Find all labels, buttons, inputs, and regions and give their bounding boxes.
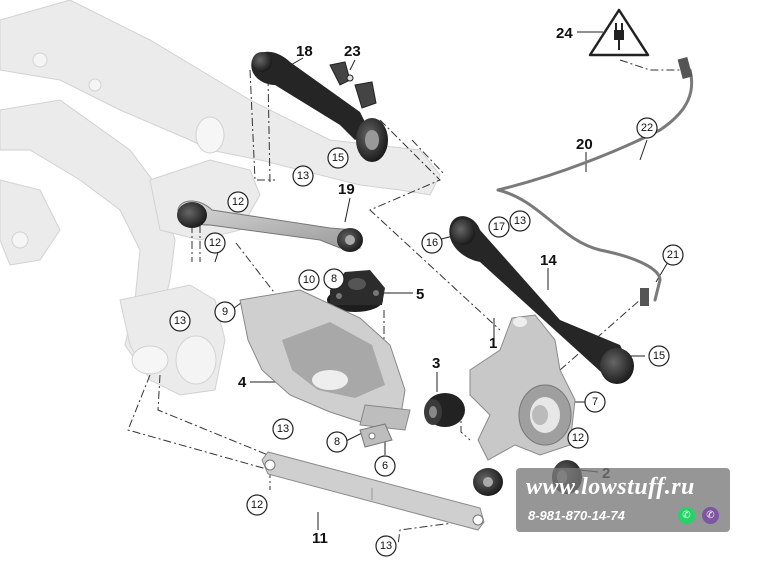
rear-subframe <box>0 0 441 396</box>
callout-13-lowest: 13 <box>380 540 392 552</box>
callout-15-upper: 15 <box>332 152 344 164</box>
callout-16: 16 <box>426 237 438 249</box>
callout-10: 10 <box>303 274 315 286</box>
camber-arm <box>177 200 363 252</box>
lower-carrier-bushing <box>473 468 503 496</box>
callout-23: 23 <box>344 43 361 60</box>
callout-12-bottom: 12 <box>251 499 263 511</box>
viber-icon: ✆ <box>702 507 719 524</box>
sensor-plug <box>640 57 693 306</box>
callout-12-right: 12 <box>572 432 584 444</box>
callout-20: 20 <box>576 136 593 153</box>
callout-15-right: 15 <box>653 350 665 362</box>
callout-6: 6 <box>382 460 388 472</box>
callout-21: 21 <box>667 249 679 261</box>
callout-11: 11 <box>312 530 328 547</box>
callout-13-upper: 13 <box>297 170 309 182</box>
callout-22: 22 <box>641 122 653 134</box>
bold-callouts: 24 18 23 20 19 14 5 1 3 4 2 11 <box>238 25 610 547</box>
watermark-url: www.lowstuff.ru <box>526 474 695 500</box>
callout-5: 5 <box>416 286 424 303</box>
callout-18: 18 <box>296 43 313 60</box>
callout-3: 3 <box>432 355 440 372</box>
electric-connector-symbol <box>588 8 650 57</box>
cross-link <box>261 451 485 531</box>
callout-8-lower: 8 <box>334 436 340 448</box>
watermark-banner: www.lowstuff.ru 8-981-870-14-74 ✆ ✆ <box>516 468 730 532</box>
callout-13-toe: 13 <box>514 215 526 227</box>
wishbone-bushing <box>424 393 465 427</box>
callout-24: 24 <box>556 25 573 42</box>
callout-19: 19 <box>338 181 355 198</box>
toe-link <box>449 216 634 384</box>
wear-sensor-cable <box>496 68 694 302</box>
callout-4: 4 <box>238 374 247 391</box>
callout-9: 9 <box>222 306 228 318</box>
callout-17: 17 <box>493 221 505 233</box>
callout-1: 1 <box>489 335 497 352</box>
callout-12-middle: 12 <box>209 237 221 249</box>
whatsapp-icon: ✆ <box>678 507 695 524</box>
callout-8-upper: 8 <box>331 273 337 285</box>
watermark-phone: 8-981-870-14-74 <box>528 508 625 523</box>
small-bracket <box>359 423 393 448</box>
circle-callout-labels: 22 13 15 12 17 13 16 12 21 10 8 9 13 15 … <box>174 122 679 552</box>
upper-control-arm <box>251 51 388 162</box>
lower-wishbone <box>239 289 411 431</box>
circle-callouts <box>169 117 684 557</box>
callout-12-upper: 12 <box>232 196 244 208</box>
bracket-set <box>329 61 377 109</box>
callout-14: 14 <box>540 252 557 269</box>
callout-7: 7 <box>592 396 598 408</box>
callout-13-left: 13 <box>174 315 186 327</box>
callout-13-bottom: 13 <box>277 423 289 435</box>
wheel-carrier <box>469 314 576 461</box>
